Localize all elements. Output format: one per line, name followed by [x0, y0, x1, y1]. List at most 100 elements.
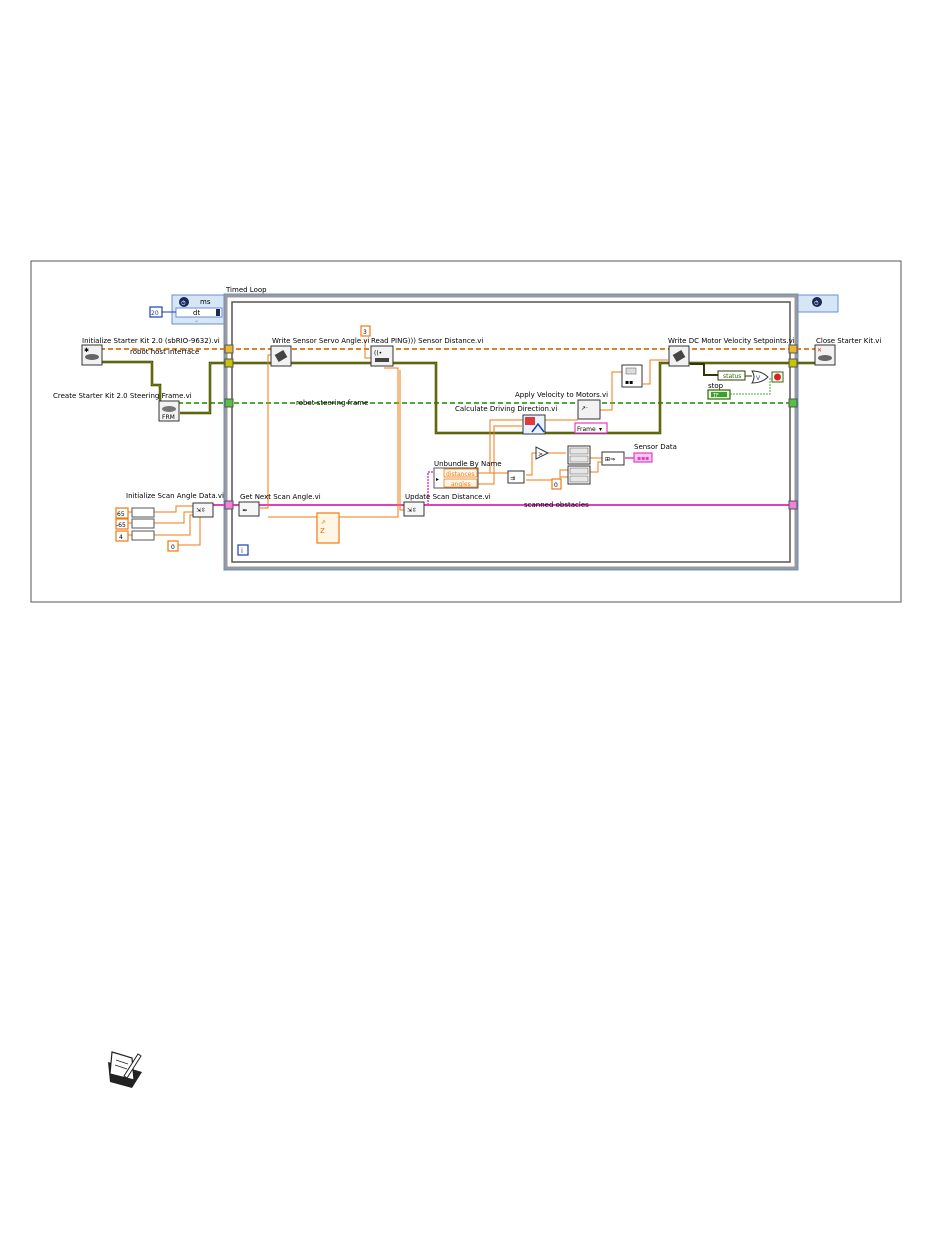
loop-input-node[interactable]: ⏱ ms dt ⌄	[171, 294, 225, 325]
period-units: ms	[200, 298, 211, 306]
tunnel-cluster-out	[788, 358, 798, 368]
svg-text:z: z	[320, 526, 325, 536]
or-node[interactable]: V	[751, 370, 769, 384]
const-minus-65[interactable]: -65	[115, 518, 129, 530]
svg-text:▸: ▸	[436, 476, 439, 483]
get-next-scan-label: Get Next Scan Angle.vi	[240, 493, 321, 501]
svg-text:0: 0	[171, 544, 175, 551]
unbundle-node[interactable]: distances angles ▸	[433, 467, 479, 489]
write-servo-node[interactable]	[270, 345, 292, 367]
svg-text:⇴: ⇴	[242, 507, 247, 514]
svg-text:⏱: ⏱	[181, 300, 186, 307]
init-scan-node[interactable]: ⇲⇳	[192, 502, 214, 518]
timed-loop[interactable]: Timed Loop	[223, 286, 799, 571]
svg-text:⊞⇒: ⊞⇒	[605, 456, 615, 463]
unbundle-label: Unbundle By Name	[434, 460, 502, 468]
svg-text:Frame: Frame	[577, 426, 596, 433]
svg-text:4: 4	[119, 534, 123, 541]
update-scan-label: Update Scan Distance.vi	[405, 493, 491, 501]
calc-direction-node[interactable]	[522, 414, 546, 435]
write-motor-label: Write DC Motor Velocity Setpoints.vi	[668, 337, 795, 345]
svg-text:3: 3	[363, 329, 367, 336]
get-next-scan-node[interactable]: ⇴	[238, 501, 260, 517]
tunnel-obstacles-in	[224, 500, 234, 510]
stop-button[interactable]: TF	[707, 389, 731, 400]
init-kit-label: Initialize Starter Kit 2.0 (sbRIO-9632).…	[82, 337, 220, 345]
status-field: status	[723, 373, 741, 380]
const-4[interactable]: 4	[115, 530, 129, 542]
sensor-data-label: Sensor Data	[634, 443, 677, 451]
svg-text:▪▪: ▪▪	[625, 379, 633, 386]
svg-text:⇉: ⇉	[510, 475, 515, 482]
create-frame-node[interactable]: FRM	[158, 400, 180, 422]
svg-text:>: >	[538, 451, 543, 458]
svg-text:▪▪▪: ▪▪▪	[637, 455, 649, 462]
svg-text:✕: ✕	[817, 347, 822, 354]
const-65[interactable]: 65	[115, 507, 129, 519]
sensor-data-indicator[interactable]: ▪▪▪	[633, 452, 653, 463]
stop-label: stop	[708, 382, 724, 390]
svg-text:✱: ✱	[84, 347, 89, 354]
period-value: 20	[151, 310, 159, 317]
tunnel-obstacles-out	[788, 500, 798, 510]
create-frame-label: Create Starter Kit 2.0 Steering Frame.vi	[53, 392, 192, 400]
svg-text:⇗: ⇗	[321, 519, 326, 526]
svg-text:-65: -65	[116, 522, 126, 529]
frame-enum-const[interactable]: Frame ▾	[574, 422, 608, 434]
obstacles-wire-label: scanned obstacles	[524, 501, 589, 509]
build-array-node-2[interactable]	[567, 465, 591, 485]
const-0-scan[interactable]: 0	[167, 540, 179, 552]
tunnel-cluster-in	[224, 358, 234, 368]
svg-text:⇲⇳: ⇲⇳	[196, 507, 206, 514]
svg-text:↗·: ↗·	[581, 405, 588, 412]
feedback-node[interactable]: ⇗ z	[316, 512, 340, 544]
calc-direction-label: Calculate Driving Direction.vi	[455, 405, 557, 413]
svg-text:⏱: ⏱	[814, 300, 819, 307]
timed-loop-title: Timed Loop	[225, 286, 267, 294]
build-array-node-1[interactable]	[567, 445, 591, 465]
svg-text:▾: ▾	[599, 426, 602, 433]
index-array-node[interactable]: ▪▪	[621, 364, 643, 388]
update-scan-node[interactable]: ⇲⇳	[403, 501, 425, 517]
deg-to-rad-nodes	[131, 507, 155, 541]
init-kit-node[interactable]: ✱	[81, 344, 103, 366]
const-0-compare[interactable]: 0	[551, 478, 562, 490]
read-ping-node[interactable]: ((•	[370, 345, 394, 367]
tunnel-frame-in	[224, 398, 234, 408]
frame-wire-label: robot steering frame	[296, 399, 368, 407]
init-scan-label: Initialize Scan Angle Data.vi	[126, 492, 224, 500]
split-node[interactable]: ⇉	[507, 470, 525, 484]
status-unbundle[interactable]: status	[717, 370, 746, 381]
svg-text:V: V	[756, 375, 761, 382]
close-kit-label: Close Starter Kit.vi	[816, 337, 881, 345]
note-icon	[108, 1051, 142, 1088]
svg-text:((•: ((•	[374, 350, 382, 357]
host-wire-label: robot host interface	[130, 348, 199, 356]
tunnel-host-out	[788, 344, 798, 354]
svg-text:65: 65	[117, 511, 125, 518]
ping-channel-const[interactable]: 3	[360, 325, 371, 337]
greater-than-node[interactable]: >	[535, 446, 550, 460]
loop-output-node[interactable]: ⏱	[797, 294, 839, 313]
unbundle-field-angles: angles	[451, 481, 471, 488]
svg-text:TF: TF	[712, 393, 719, 399]
write-motor-node[interactable]	[668, 345, 690, 367]
svg-text:FRM: FRM	[162, 414, 175, 421]
unbundle-field-distances: distances	[446, 471, 475, 478]
period-term: dt	[193, 309, 200, 317]
close-kit-node[interactable]: ✕	[814, 344, 836, 366]
svg-text:0: 0	[554, 482, 558, 489]
svg-text:⌄: ⌄	[194, 317, 199, 324]
iteration-terminal: i	[237, 544, 249, 556]
write-servo-label: Write Sensor Servo Angle.vi	[272, 337, 369, 345]
tunnel-host-in	[224, 344, 234, 354]
stop-terminal[interactable]	[771, 371, 784, 383]
svg-text:⇲⇳: ⇲⇳	[407, 507, 417, 514]
apply-velocity-label: Apply Velocity to Motors.vi	[515, 391, 608, 399]
read-ping-label: Read PING))) Sensor Distance.vi	[371, 337, 483, 345]
svg-text:i: i	[241, 547, 243, 555]
tunnel-frame-out	[788, 398, 798, 408]
apply-velocity-node[interactable]: ↗·	[577, 399, 601, 420]
bundle-node[interactable]: ⊞⇒	[601, 451, 625, 466]
